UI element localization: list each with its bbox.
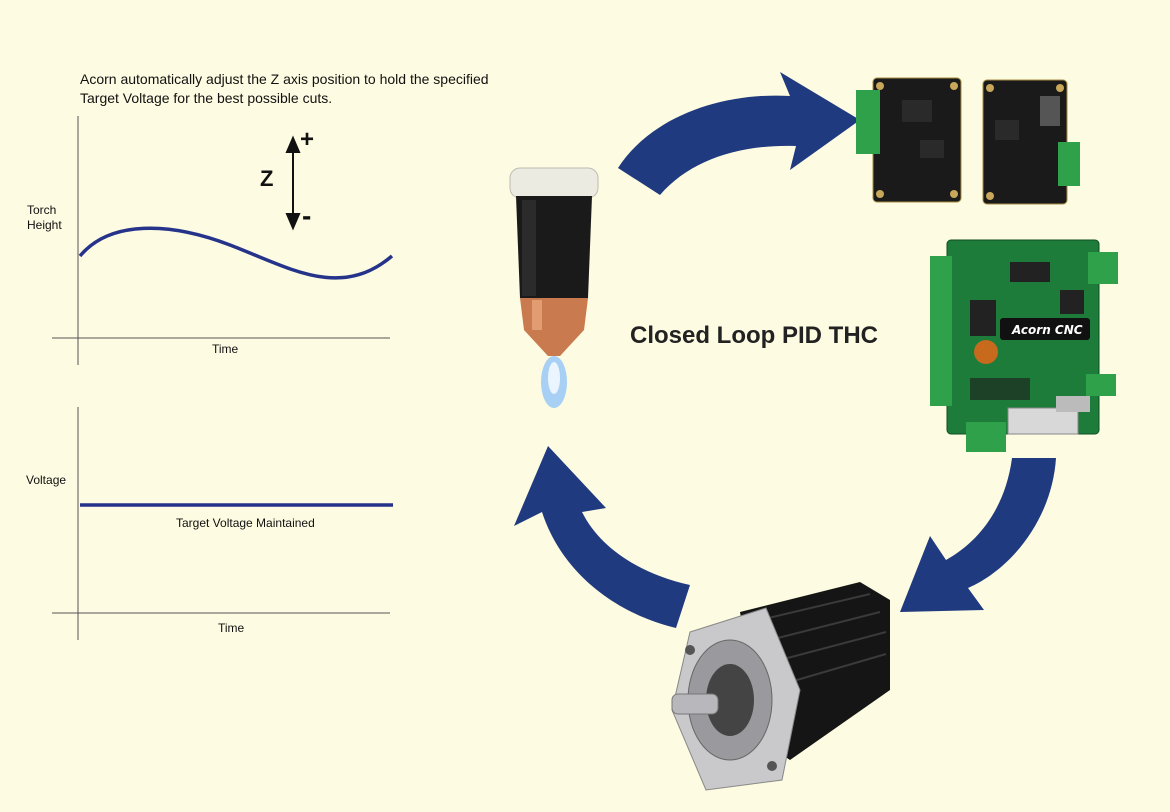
torch-height-curve — [78, 226, 394, 280]
z-minus-label: - — [302, 200, 312, 231]
z-plus-label: + — [300, 126, 315, 153]
target-voltage-annotation: Target Voltage Maintained — [176, 516, 315, 530]
z-double-arrow — [285, 135, 301, 231]
acorn-controller-board-image — [930, 239, 1118, 452]
thc-sensor-board-1-image — [856, 77, 962, 203]
acorn-cnc-logo: Acorn CNC — [1011, 323, 1083, 337]
intro-text: Acorn automatically adjust the Z axis po… — [80, 71, 489, 106]
arrow-torch-to-sensor — [618, 72, 860, 195]
voltage-chart-time-label: Time — [218, 621, 245, 635]
plasma-torch-image — [509, 167, 599, 408]
diagram-title: Closed Loop PID THC — [630, 322, 878, 349]
torch-height-axis-label: Torch Height — [27, 203, 62, 232]
servo-motor-image — [671, 582, 890, 791]
cycle-arrows — [514, 72, 1056, 628]
voltage-axis-label: Voltage — [26, 473, 67, 487]
voltage-chart-axes — [52, 407, 390, 640]
thc-sensor-board-2-image — [982, 79, 1080, 205]
z-axis-label: Z — [260, 166, 274, 191]
height-chart-time-label: Time — [212, 342, 239, 356]
arrow-controller-to-motor — [900, 458, 1056, 612]
height-chart-axes — [52, 116, 390, 365]
arrow-motor-to-torch — [514, 446, 690, 628]
